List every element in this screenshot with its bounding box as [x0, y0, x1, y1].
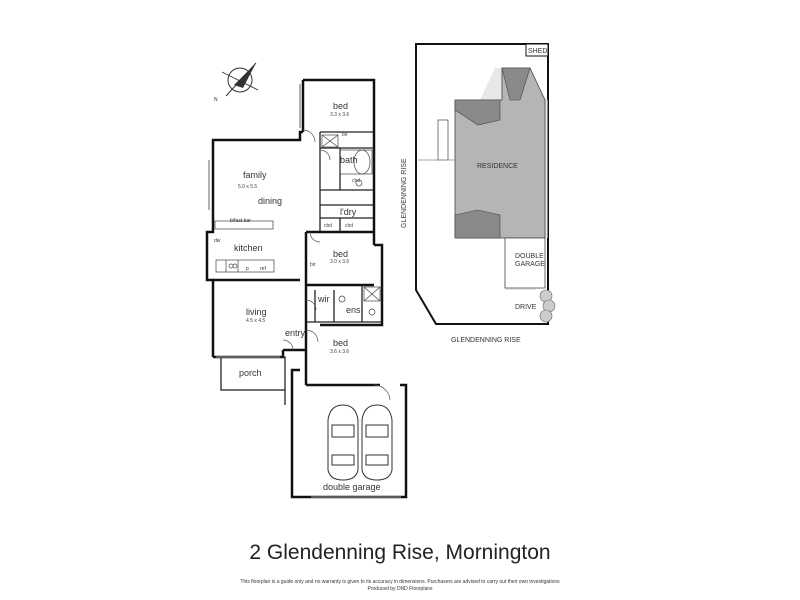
shed-label: SHED [528, 48, 547, 55]
kitchen-label: kitchen [234, 243, 263, 253]
dining-label: dining [258, 196, 282, 206]
street-label-side: GLENDENNING RISE [401, 158, 408, 228]
cbd-label-3: cbd [345, 223, 353, 229]
door-swings [282, 129, 391, 401]
site-garage-label-1: DOUBLE [515, 253, 544, 260]
bed2-label: bed [333, 249, 348, 259]
cbd-label-1: cbd [352, 178, 360, 184]
compass-north-label: N [214, 97, 218, 103]
porch-label: porch [239, 368, 262, 378]
brekkie-bar-label: b/fast bar [230, 218, 251, 224]
compass-icon: N [214, 62, 259, 103]
living-label: living [246, 307, 267, 317]
living-dims: 4.5 x 4.5 [246, 318, 265, 324]
family-dims: 5.0 x 5.5 [238, 184, 257, 190]
wir-label: wir [317, 294, 330, 304]
bed2-dims: 3.0 x 3.6 [330, 259, 349, 265]
ensuite-label: ens [346, 305, 361, 315]
bed1-label: bed [333, 101, 348, 111]
laundry-label: l'dry [340, 207, 357, 217]
page-title: 2 Glendenning Rise, Mornington [249, 541, 551, 564]
entry-label: entry [285, 328, 306, 338]
bed1-dims: 3.3 x 3.6 [330, 112, 349, 118]
site-plan: SHED RESIDENCE DOUBLE GARAGE DRIVE GLEND… [401, 43, 556, 344]
bed2-bir-label: bir [310, 262, 316, 268]
site-garage-label-2: GARAGE [515, 261, 545, 268]
pantry-label: p [246, 266, 249, 272]
bath-fixtures [214, 134, 381, 316]
cbd-label-2: cbd [324, 223, 332, 229]
street-label-bottom: GLENDENNING RISE [451, 337, 521, 344]
disclaimer-text: This floorplan is a guide only and no wa… [240, 579, 560, 585]
drive-label: DRIVE [515, 304, 537, 311]
bed1-bir-label: bir [342, 132, 348, 138]
fridge-label: ref [260, 266, 266, 272]
bed3-dims: 3.6 x 3.6 [330, 349, 349, 355]
bed3-label: bed [333, 338, 348, 348]
residence-label: RESIDENCE [477, 163, 518, 170]
bath-label: bath [340, 155, 358, 165]
producer-credit: Produced by DND Floorplans [367, 586, 433, 592]
dishwasher-label: dw [214, 238, 221, 244]
family-label: family [243, 170, 267, 180]
car-icon [327, 404, 393, 481]
garage-label: double garage [323, 482, 381, 492]
